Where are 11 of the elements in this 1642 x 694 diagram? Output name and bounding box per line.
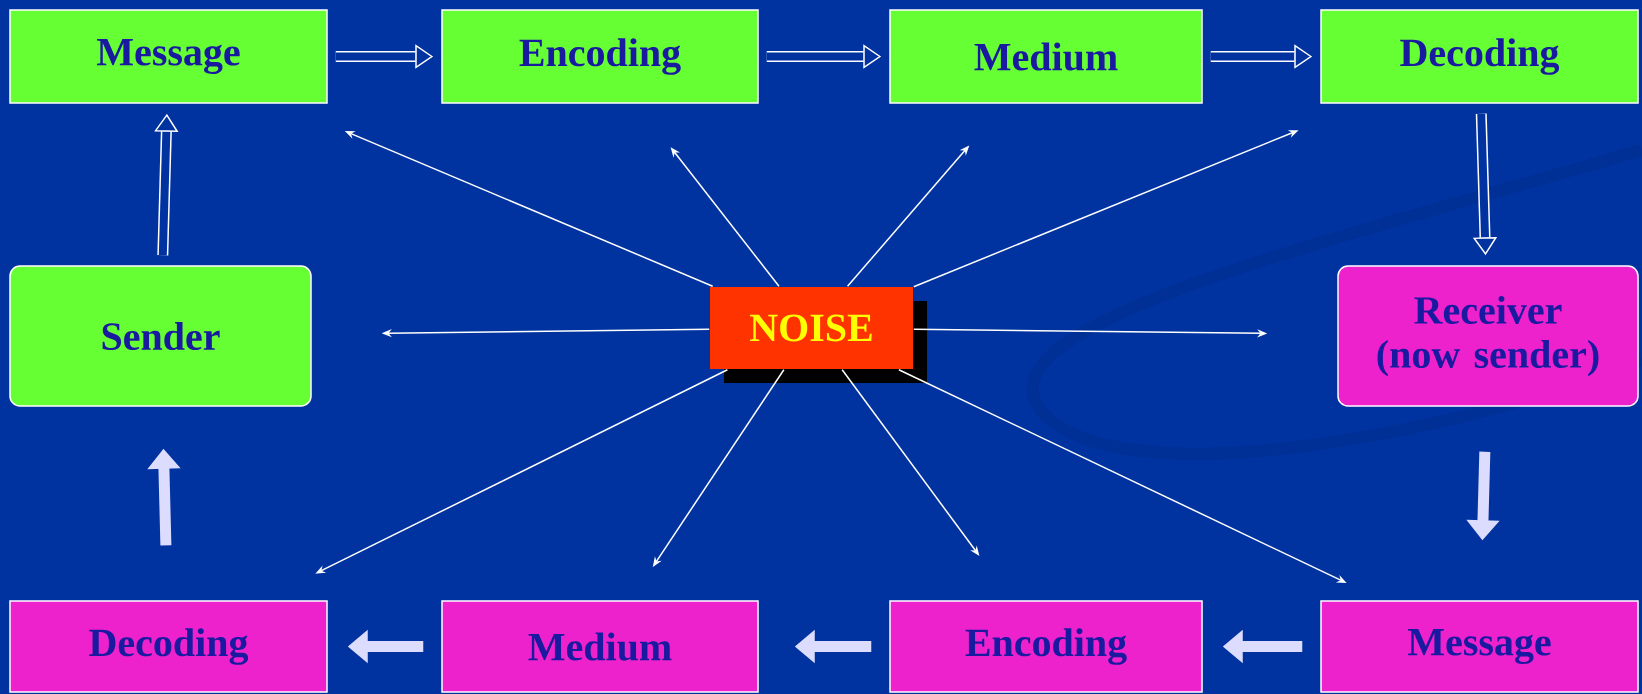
decoding-box: Decoding (9, 600, 328, 693)
medium-box: Medium (889, 9, 1203, 104)
receiver-box: Receiver (now sender) (1337, 265, 1639, 407)
message-box: Message (9, 9, 328, 104)
message-box: Message (1320, 600, 1639, 693)
encoding-box: Encoding (889, 600, 1203, 693)
sender-box: Sender (9, 265, 312, 407)
encoding-box: Encoding (441, 9, 759, 104)
decoding-box: Decoding (1320, 9, 1639, 104)
noise-box: NOISE (710, 287, 927, 383)
medium-box: Medium (441, 600, 759, 693)
